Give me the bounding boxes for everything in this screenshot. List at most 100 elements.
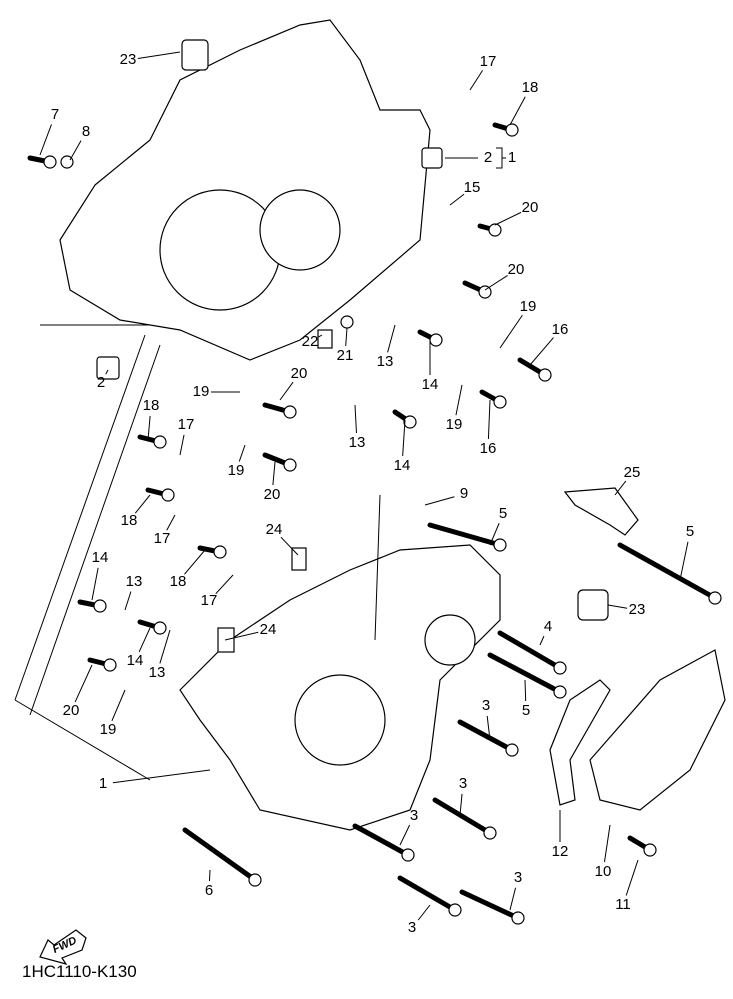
assembly-line — [374, 494, 381, 641]
leader-line — [159, 629, 171, 664]
leader-line — [280, 536, 299, 556]
bolt-head — [213, 545, 227, 559]
bolt — [182, 827, 258, 883]
leader-line — [449, 193, 465, 206]
callout-label: 20 — [522, 199, 539, 216]
callout-label: 3 — [514, 869, 522, 886]
leader-line — [91, 567, 99, 601]
leader-line — [509, 887, 517, 911]
callout-label: 14 — [92, 549, 109, 566]
callout-label: 9 — [460, 485, 468, 502]
bushing-23b — [577, 589, 609, 621]
leader-line — [455, 384, 463, 416]
callout-label: 10 — [595, 863, 612, 880]
bolt-head — [708, 591, 722, 605]
dowel-2 — [96, 356, 120, 380]
assembly-line — [29, 344, 161, 716]
crankcase-bore — [159, 189, 281, 311]
bolt — [432, 797, 493, 836]
callout-label: 19 — [520, 298, 537, 315]
bolt-head — [401, 848, 415, 862]
callout-label: 12 — [552, 843, 569, 860]
leader-line — [137, 51, 181, 59]
bolt-head — [493, 538, 507, 552]
bolt-head — [505, 123, 519, 137]
crankcase-bearing — [259, 189, 341, 271]
leader-line — [112, 769, 211, 784]
callout-label: 23 — [629, 601, 646, 618]
crankcase-port — [424, 614, 476, 666]
bolt-head — [43, 155, 57, 169]
fwd-arrow-icon: FWD — [39, 929, 87, 965]
leader-line — [614, 480, 627, 496]
callout-label: 17 — [154, 530, 171, 547]
leader-line — [486, 715, 491, 741]
callout-label: 18 — [522, 79, 539, 96]
callout-label: 5 — [499, 505, 507, 522]
leader-line — [489, 523, 500, 546]
bolt-head — [488, 223, 502, 237]
leader-line — [603, 824, 611, 863]
bracket — [563, 487, 639, 536]
callout-label: 20 — [291, 365, 308, 382]
bolt-head — [493, 395, 507, 409]
bracket-line — [496, 147, 506, 169]
leader-line — [279, 381, 294, 401]
bolt-head — [283, 458, 297, 472]
dowel-24 — [291, 547, 307, 571]
bushing-23 — [181, 39, 209, 71]
callout-label: 2 — [97, 374, 105, 391]
o-ring-21 — [340, 315, 354, 329]
callout-label: 11 — [615, 896, 631, 913]
leader-line — [529, 337, 554, 366]
leader-line — [215, 574, 234, 594]
leader-line — [417, 904, 431, 921]
callout-label: 17 — [480, 53, 497, 70]
bolt-head — [403, 415, 417, 429]
bolt-head — [538, 368, 552, 382]
callout-label: 23 — [120, 51, 137, 68]
callout-label: 18 — [121, 512, 138, 529]
bolt — [617, 542, 718, 601]
crankcase-bore-right — [294, 674, 386, 766]
callout-label: 1 — [99, 775, 107, 792]
leader-line — [354, 404, 357, 434]
leader-line — [399, 824, 411, 846]
leader-line — [138, 627, 151, 653]
leader-line — [272, 461, 276, 486]
bolt-head — [153, 621, 167, 635]
leader-line — [524, 679, 527, 702]
sprocket-cover — [589, 649, 726, 811]
leader-line — [539, 635, 545, 646]
leader-line — [124, 591, 132, 611]
callout-label: 18 — [170, 573, 187, 590]
callout-label: 3 — [408, 919, 416, 936]
diagram-code: 1HC1110-K130 — [22, 962, 137, 981]
leader-line — [424, 496, 455, 506]
leader-line — [345, 327, 348, 347]
leader-line — [184, 549, 206, 575]
callout-label: 3 — [410, 807, 418, 824]
leader-line — [111, 689, 126, 721]
callout-label: 13 — [377, 353, 394, 370]
callout-label: 20 — [508, 261, 525, 278]
bolt-head — [478, 285, 492, 299]
callout-label: 15 — [464, 179, 481, 196]
callout-label: 5 — [522, 702, 530, 719]
guide-plate — [549, 679, 611, 806]
callout-label: 25 — [624, 464, 641, 481]
callout-label: 24 — [260, 621, 277, 638]
leader-line — [469, 70, 484, 91]
callout-label: 13 — [349, 434, 366, 451]
leader-line — [484, 275, 508, 291]
callout-label: 2 — [484, 149, 492, 166]
leader-line — [134, 494, 151, 514]
callout-label: 19 — [100, 721, 117, 738]
callout-label: 3 — [459, 775, 467, 792]
callout-label: 1 — [508, 149, 516, 166]
callout-label: 20 — [63, 702, 80, 719]
leader-line — [679, 541, 689, 581]
bolt — [427, 522, 503, 548]
callout-label: 16 — [480, 440, 497, 457]
